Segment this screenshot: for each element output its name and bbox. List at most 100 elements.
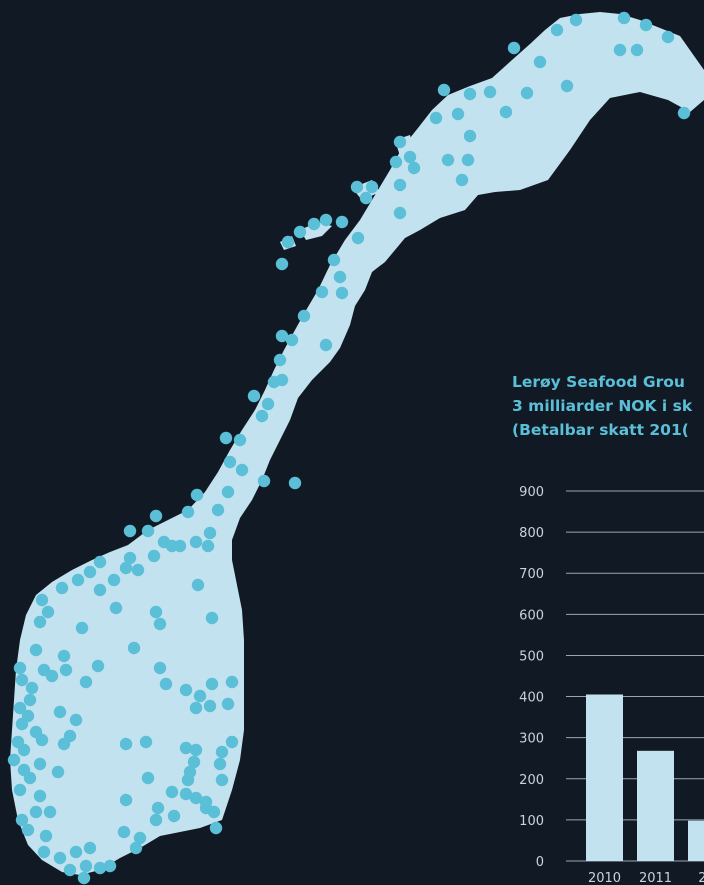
location-dot (199, 801, 213, 815)
location-dot (15, 673, 29, 687)
location-dot (21, 823, 35, 837)
location-dot (393, 178, 407, 192)
location-dot (57, 737, 71, 751)
location-dot (13, 701, 27, 715)
location-dot (235, 463, 249, 477)
location-dot (533, 55, 547, 69)
location-dot (69, 713, 83, 727)
location-dot (233, 433, 247, 447)
location-dot (59, 663, 73, 677)
y-tick-label: 600 (519, 608, 544, 623)
location-dot (149, 605, 163, 619)
y-tick-label: 300 (519, 732, 544, 747)
location-dot (33, 789, 47, 803)
location-dot (69, 845, 83, 859)
location-dot (205, 677, 219, 691)
location-dot (403, 150, 417, 164)
location-dot (267, 375, 281, 389)
location-dot (463, 87, 477, 101)
location-dot (189, 701, 203, 715)
location-dot (203, 699, 217, 713)
location-dot (53, 851, 67, 865)
location-dot (213, 757, 227, 771)
location-dot (275, 257, 289, 271)
location-dot (223, 455, 237, 469)
location-dot (35, 733, 49, 747)
location-dot (181, 505, 195, 519)
location-dot (187, 755, 201, 769)
y-tick-label: 900 (519, 485, 544, 500)
location-dot (389, 155, 403, 169)
location-dot (57, 649, 71, 663)
location-dot (107, 573, 121, 587)
location-dot (393, 206, 407, 220)
location-dot (167, 809, 181, 823)
location-dot (275, 329, 289, 343)
location-dot (147, 549, 161, 563)
farm-location-dots (7, 11, 691, 885)
y-tick-label: 100 (519, 814, 544, 829)
location-dot (630, 43, 644, 57)
location-dot (285, 333, 299, 347)
bar (637, 750, 674, 861)
location-dot (319, 338, 333, 352)
location-dot (119, 737, 133, 751)
location-dot (335, 286, 349, 300)
location-dot (129, 841, 143, 855)
location-dot (13, 783, 27, 797)
location-dot (211, 503, 225, 517)
location-dot (455, 173, 469, 187)
location-dot (29, 643, 43, 657)
location-dot (281, 235, 295, 249)
location-dot (191, 578, 205, 592)
location-dot (159, 677, 173, 691)
location-dot (463, 129, 477, 143)
location-dot (261, 397, 275, 411)
y-tick-label: 700 (519, 567, 544, 582)
location-dot (173, 539, 187, 553)
location-dot (193, 689, 207, 703)
location-dot (221, 485, 235, 499)
location-dot (71, 573, 85, 587)
location-dot (190, 488, 204, 502)
location-dot (37, 845, 51, 859)
location-dot (315, 285, 329, 299)
location-dot (201, 539, 215, 553)
location-dot (327, 253, 341, 267)
location-dot (365, 180, 379, 194)
location-dot (225, 675, 239, 689)
location-dot (293, 225, 307, 239)
location-dot (141, 771, 155, 785)
location-dot (149, 509, 163, 523)
location-dot (333, 270, 347, 284)
location-dot (149, 813, 163, 827)
x-tick-label: 2010 (588, 871, 621, 885)
location-dot (55, 581, 69, 595)
y-tick-label: 200 (519, 773, 544, 788)
location-dot (179, 787, 193, 801)
location-dot (221, 697, 235, 711)
location-dot (257, 474, 271, 488)
location-dot (45, 669, 59, 683)
location-dot (560, 79, 574, 93)
location-dot (11, 735, 25, 749)
location-dot (123, 551, 137, 565)
x-tick-label: 2011 (639, 871, 672, 885)
location-dot (13, 661, 27, 675)
location-dot (225, 735, 239, 749)
location-dot (189, 791, 203, 805)
location-dot (461, 153, 475, 167)
location-dot (25, 681, 39, 695)
location-dot (451, 107, 465, 121)
location-dot (29, 805, 43, 819)
location-dot (179, 683, 193, 697)
location-dot (205, 611, 219, 625)
location-dot (550, 23, 564, 37)
location-dot (77, 871, 91, 885)
location-dot (79, 675, 93, 689)
location-dot (507, 41, 521, 55)
location-dot (103, 859, 117, 873)
location-dot (93, 861, 107, 875)
location-dot (15, 717, 29, 731)
